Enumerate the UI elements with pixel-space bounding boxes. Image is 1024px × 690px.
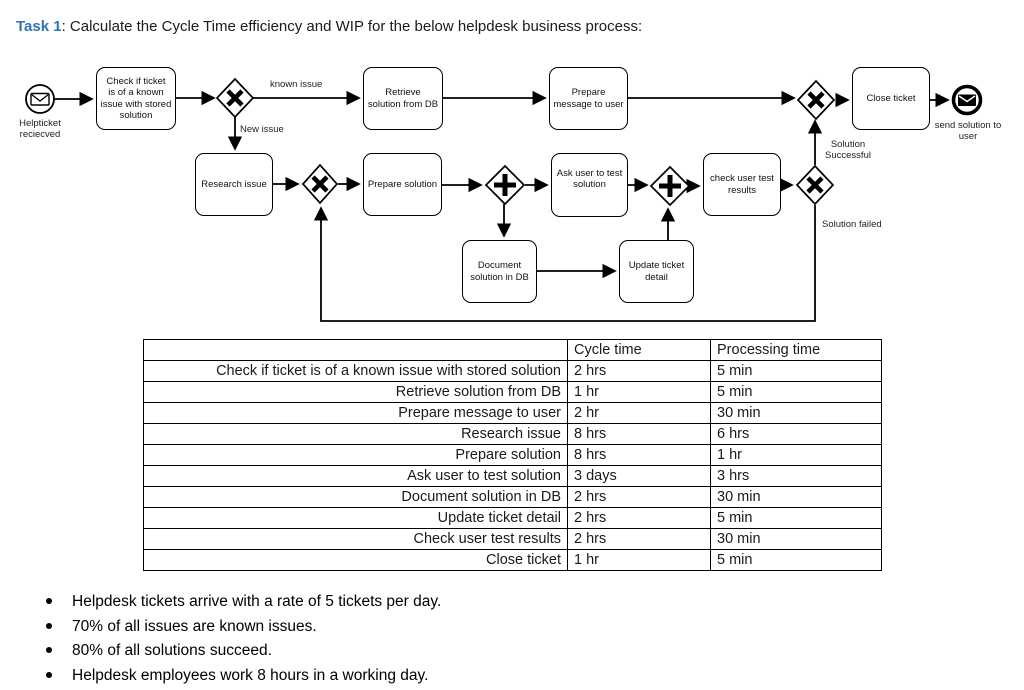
cycle-time-cell: 2 hrs [568,508,711,529]
list-item: 80% of all solutions succeed. [46,641,441,666]
header-cycle-time: Cycle time [568,340,711,361]
table-row: Ask user to test solution 3 days 3 hrs [144,466,882,487]
list-item: Helpdesk employees work 8 hours in a wor… [46,666,441,690]
task-name-cell: Check if ticket is of a known issue with… [144,361,568,382]
header-task-cell [144,340,568,361]
processing-time-cell: 3 hrs [711,466,882,487]
task-name-cell: Close ticket [144,550,568,571]
edge-label-known-issue: known issue [270,79,322,90]
list-item-text: Helpdesk tickets arrive with a rate of 5… [72,592,441,611]
xor-gateway-merge-close-icon [798,81,834,119]
processing-time-cell: 5 min [711,361,882,382]
table-row: Close ticket 1 hr 5 min [144,550,882,571]
table-row: Document solution in DB 2 hrs 30 min [144,487,882,508]
assumptions-list: Helpdesk tickets arrive with a rate of 5… [46,592,441,690]
task-document-solution: Document solution in DB [462,240,537,303]
task-name-cell: Check user test results [144,529,568,550]
parallel-gateway-join-icon [651,167,689,205]
task-name-cell: Research issue [144,424,568,445]
task-update-ticket: Update ticket detail [619,240,694,303]
task-name-cell: Ask user to test solution [144,466,568,487]
processing-time-cell: 30 min [711,529,882,550]
processing-time-cell: 5 min [711,382,882,403]
xor-gateway-merge-research-icon [303,165,337,203]
xor-gateway-known-issue-icon [217,79,253,117]
bullet-icon [46,623,52,629]
task-name-cell: Prepare message to user [144,403,568,424]
edge-label-new-issue: New issue [240,124,284,135]
processing-time-cell: 5 min [711,508,882,529]
table-row: Update ticket detail 2 hrs 5 min [144,508,882,529]
xor-gateway-solution-check-icon [797,166,833,204]
list-item-text: 80% of all solutions succeed. [72,641,272,660]
table-row: Prepare message to user 2 hr 30 min [144,403,882,424]
processing-time-cell: 6 hrs [711,424,882,445]
list-item-text: 70% of all issues are known issues. [72,617,317,636]
task-prepare-solution: Prepare solution [363,153,442,216]
task-retrieve-solution: Retrieve solution from DB [363,67,443,130]
task-close-ticket: Close ticket [852,67,930,130]
cycle-time-cell: 1 hr [568,550,711,571]
cycle-time-cell: 3 days [568,466,711,487]
list-item: 70% of all issues are known issues. [46,617,441,642]
task-check-known-issue: Check if ticket is of a known issue with… [96,67,176,130]
table-row: Check user test results 2 hrs 30 min [144,529,882,550]
bullet-icon [46,647,52,653]
edge-label-solution-successful: Solution Successful [822,139,874,161]
table-row: Research issue 8 hrs 6 hrs [144,424,882,445]
end-event-label: send solution to user [929,120,1007,142]
task-name-cell: Retrieve solution from DB [144,382,568,403]
list-item: Helpdesk tickets arrive with a rate of 5… [46,592,441,617]
processing-time-cell: 1 hr [711,445,882,466]
message-envelope-filled-icon [958,95,976,107]
table-row: Retrieve solution from DB 1 hr 5 min [144,382,882,403]
bullet-icon [46,598,52,604]
task-ask-user-test: Ask user to test solution [551,153,628,217]
list-item-text: Helpdesk employees work 8 hours in a wor… [72,666,428,685]
cycle-time-cell: 1 hr [568,382,711,403]
cycle-time-table: Cycle time Processing time Check if tick… [143,339,882,571]
bullet-icon [46,672,52,678]
processing-time-cell: 30 min [711,487,882,508]
table-row: Prepare solution 8 hrs 1 hr [144,445,882,466]
cycle-time-cell: 2 hr [568,403,711,424]
task-prepare-message: Prepare message to user [549,67,628,130]
start-event-label: Helpticket reciecved [8,118,72,140]
bpmn-diagram: Check if ticket is of a known issue with… [0,0,1024,335]
message-envelope-icon [31,94,49,106]
table-row: Check if ticket is of a known issue with… [144,361,882,382]
task-research-issue: Research issue [195,153,273,216]
cycle-time-cell: 2 hrs [568,529,711,550]
task-check-test-results: check user test results [703,153,781,216]
processing-time-cell: 5 min [711,550,882,571]
cycle-time-cell: 8 hrs [568,445,711,466]
cycle-time-cell: 2 hrs [568,361,711,382]
task-name-cell: Update ticket detail [144,508,568,529]
table-header-row: Cycle time Processing time [144,340,882,361]
end-event [954,87,981,114]
start-event [26,85,54,113]
edge-label-solution-failed: Solution failed [822,219,882,230]
parallel-gateway-split-icon [486,166,524,204]
task-name-cell: Document solution in DB [144,487,568,508]
processing-time-cell: 30 min [711,403,882,424]
cycle-time-cell: 2 hrs [568,487,711,508]
task-name-cell: Prepare solution [144,445,568,466]
flow-solution-failed-loop [321,205,815,321]
cycle-time-cell: 8 hrs [568,424,711,445]
header-processing-time: Processing time [711,340,882,361]
